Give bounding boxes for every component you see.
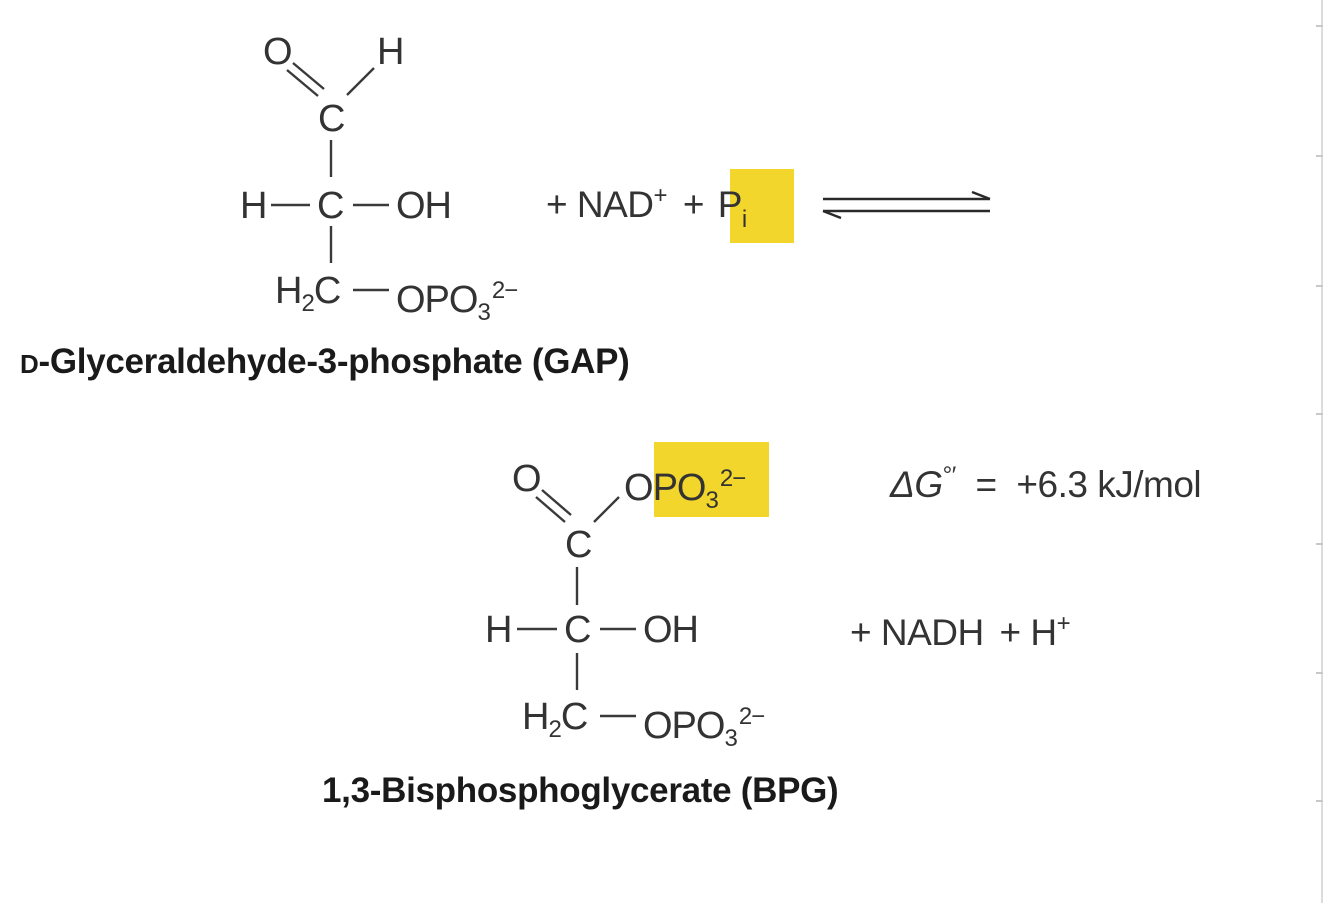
equilibrium-arrow-icon [822, 190, 991, 220]
bpg-o-top: O [512, 458, 542, 500]
nadh: NADH [880, 612, 984, 653]
plus-sign: + [546, 184, 568, 225]
inorganic-phosphate: Pi [717, 184, 748, 233]
gap-o-top: O [263, 31, 293, 73]
ruler-tick [1316, 672, 1323, 674]
ruler-tick [1316, 285, 1323, 287]
equals-sign: = [975, 464, 998, 505]
gap-c1: C [318, 98, 345, 140]
bpg-h-left: H [485, 609, 512, 651]
plus-sign: + [850, 612, 872, 653]
proton: H+ [1030, 610, 1071, 653]
gap-opo3: OPO32− [396, 277, 518, 326]
ruler-tick [1316, 800, 1323, 802]
bpg-bonds [517, 489, 636, 718]
free-energy-change: ΔG°′ = +6.3 kJ/mol [890, 462, 1202, 506]
ruler-tick [1316, 543, 1323, 545]
bpg-opo3-top: OPO32− [624, 465, 746, 514]
ruler-tick [1316, 155, 1323, 157]
bpg-c1: C [565, 524, 592, 566]
gap-name-label: D-Glyceraldehyde-3-phosphate (GAP) [20, 342, 630, 381]
gap-h2c: H2C [275, 270, 341, 317]
gap-bonds [271, 62, 389, 292]
gap-oh: OH [396, 185, 452, 227]
bpg-c2: C [564, 609, 591, 651]
bpg-oh: OH [643, 609, 699, 651]
nad-plus: NAD+ [576, 182, 668, 225]
plus-sign: + [999, 612, 1022, 653]
coproducts: + NADH + H+ [850, 610, 1071, 654]
gap-c2: C [317, 185, 344, 227]
plus-sign: + [682, 184, 705, 225]
bpg-name-label: 1,3-Bisphosphoglycerate (BPG) [322, 771, 839, 810]
ruler-tick [1316, 25, 1323, 27]
gap-h-top: H [377, 31, 404, 73]
ruler-tick [1316, 413, 1323, 415]
delta-g-symbol: ΔG°′ [890, 462, 956, 505]
bpg-opo3: OPO32− [643, 703, 765, 752]
free-energy-value: +6.3 kJ/mol [1016, 464, 1202, 505]
page-edge-ruler [1321, 0, 1323, 903]
pi-highlight [730, 169, 794, 243]
bpg-h2c: H2C [522, 696, 588, 743]
opo3-highlight [654, 442, 769, 517]
gap-h-left: H [240, 185, 267, 227]
cosubstrates: + NAD+ + Pi [546, 182, 747, 234]
